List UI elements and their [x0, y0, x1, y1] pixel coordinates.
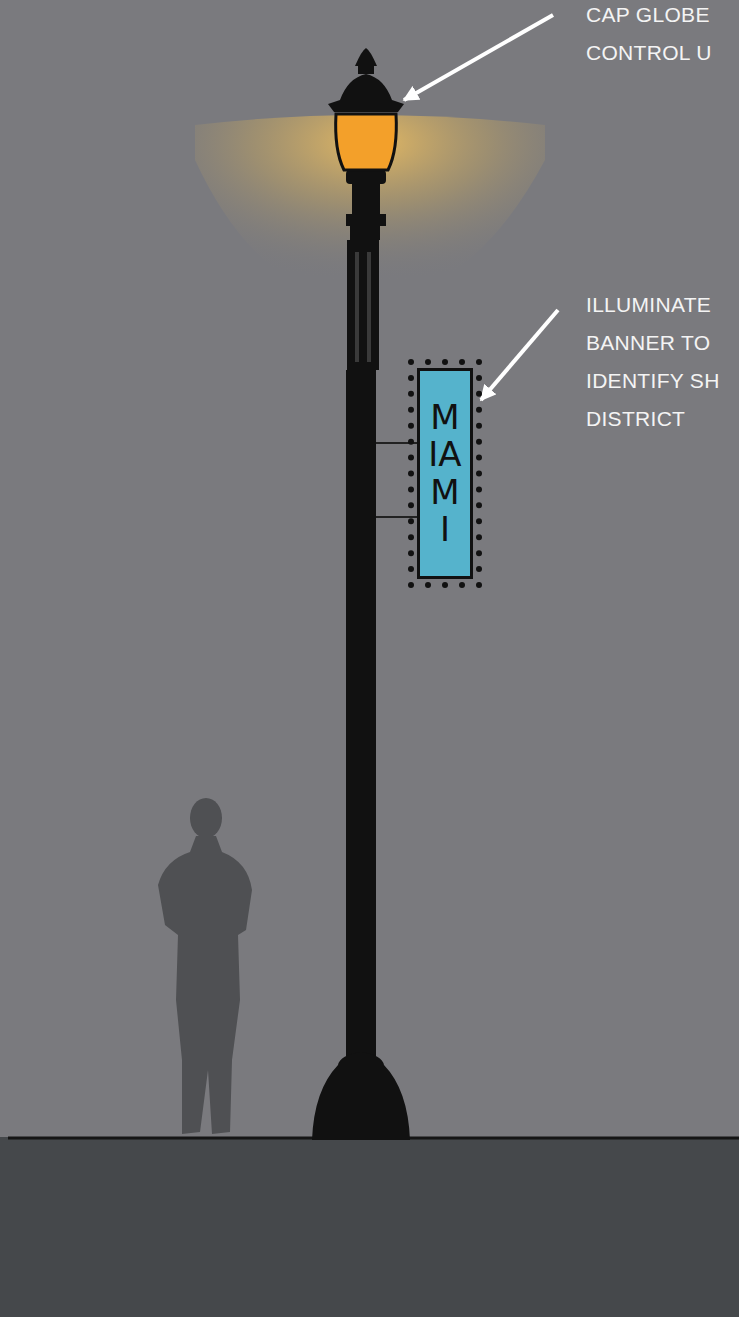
bulb-dot	[425, 582, 431, 588]
district-banner: MIAMI	[417, 368, 473, 579]
bulb-dot	[476, 439, 482, 445]
callout-note: ILLUMINATE BANNER TO IDENTIFY SH DISTRIC…	[586, 286, 726, 438]
bulb-dot	[408, 550, 414, 556]
bulb-dot	[476, 486, 482, 492]
bulb-dot	[476, 391, 482, 397]
bulb-dot	[408, 439, 414, 445]
bulb-dot	[476, 455, 482, 461]
bulb-dot	[476, 550, 482, 556]
banner-bracket	[376, 516, 418, 518]
leader-arrow	[404, 15, 553, 100]
bulb-dot	[408, 582, 414, 588]
lamp-post	[312, 48, 410, 1140]
bulb-dot	[408, 471, 414, 477]
bulb-dot	[408, 566, 414, 572]
bulb-dot	[408, 518, 414, 524]
bulb-dot	[442, 359, 448, 365]
person-silhouette	[158, 798, 252, 1134]
bulb-dot	[459, 582, 465, 588]
banner-text: MIAMI	[428, 399, 462, 549]
leader-arrow	[481, 310, 558, 400]
bulb-dot	[476, 582, 482, 588]
bulb-dot	[408, 391, 414, 397]
post-slot	[367, 252, 371, 362]
bulb-dot	[408, 534, 414, 540]
bulb-dot	[459, 359, 465, 365]
bulb-dot	[408, 502, 414, 508]
lamp-globe	[336, 114, 397, 170]
bulb-dot	[476, 471, 482, 477]
bulb-dot	[476, 359, 482, 365]
bulb-dot	[408, 455, 414, 461]
bulb-dot	[408, 486, 414, 492]
bulb-dot	[476, 407, 482, 413]
bulb-dot	[408, 359, 414, 365]
bulb-dot	[425, 359, 431, 365]
bulb-dot	[476, 423, 482, 429]
bulb-dot	[408, 375, 414, 381]
bulb-dot	[476, 375, 482, 381]
bulb-dot	[476, 502, 482, 508]
bulb-dot	[408, 407, 414, 413]
ground	[0, 1137, 739, 1317]
banner-bulbs	[408, 359, 482, 588]
bulb-dot	[476, 518, 482, 524]
bulb-dot	[476, 566, 482, 572]
bulb-dot	[442, 582, 448, 588]
post-slot	[355, 252, 359, 362]
bulb-dot	[408, 423, 414, 429]
bulb-dot	[476, 534, 482, 540]
callout-note: CAP GLOBE CONTROL U	[586, 0, 726, 72]
